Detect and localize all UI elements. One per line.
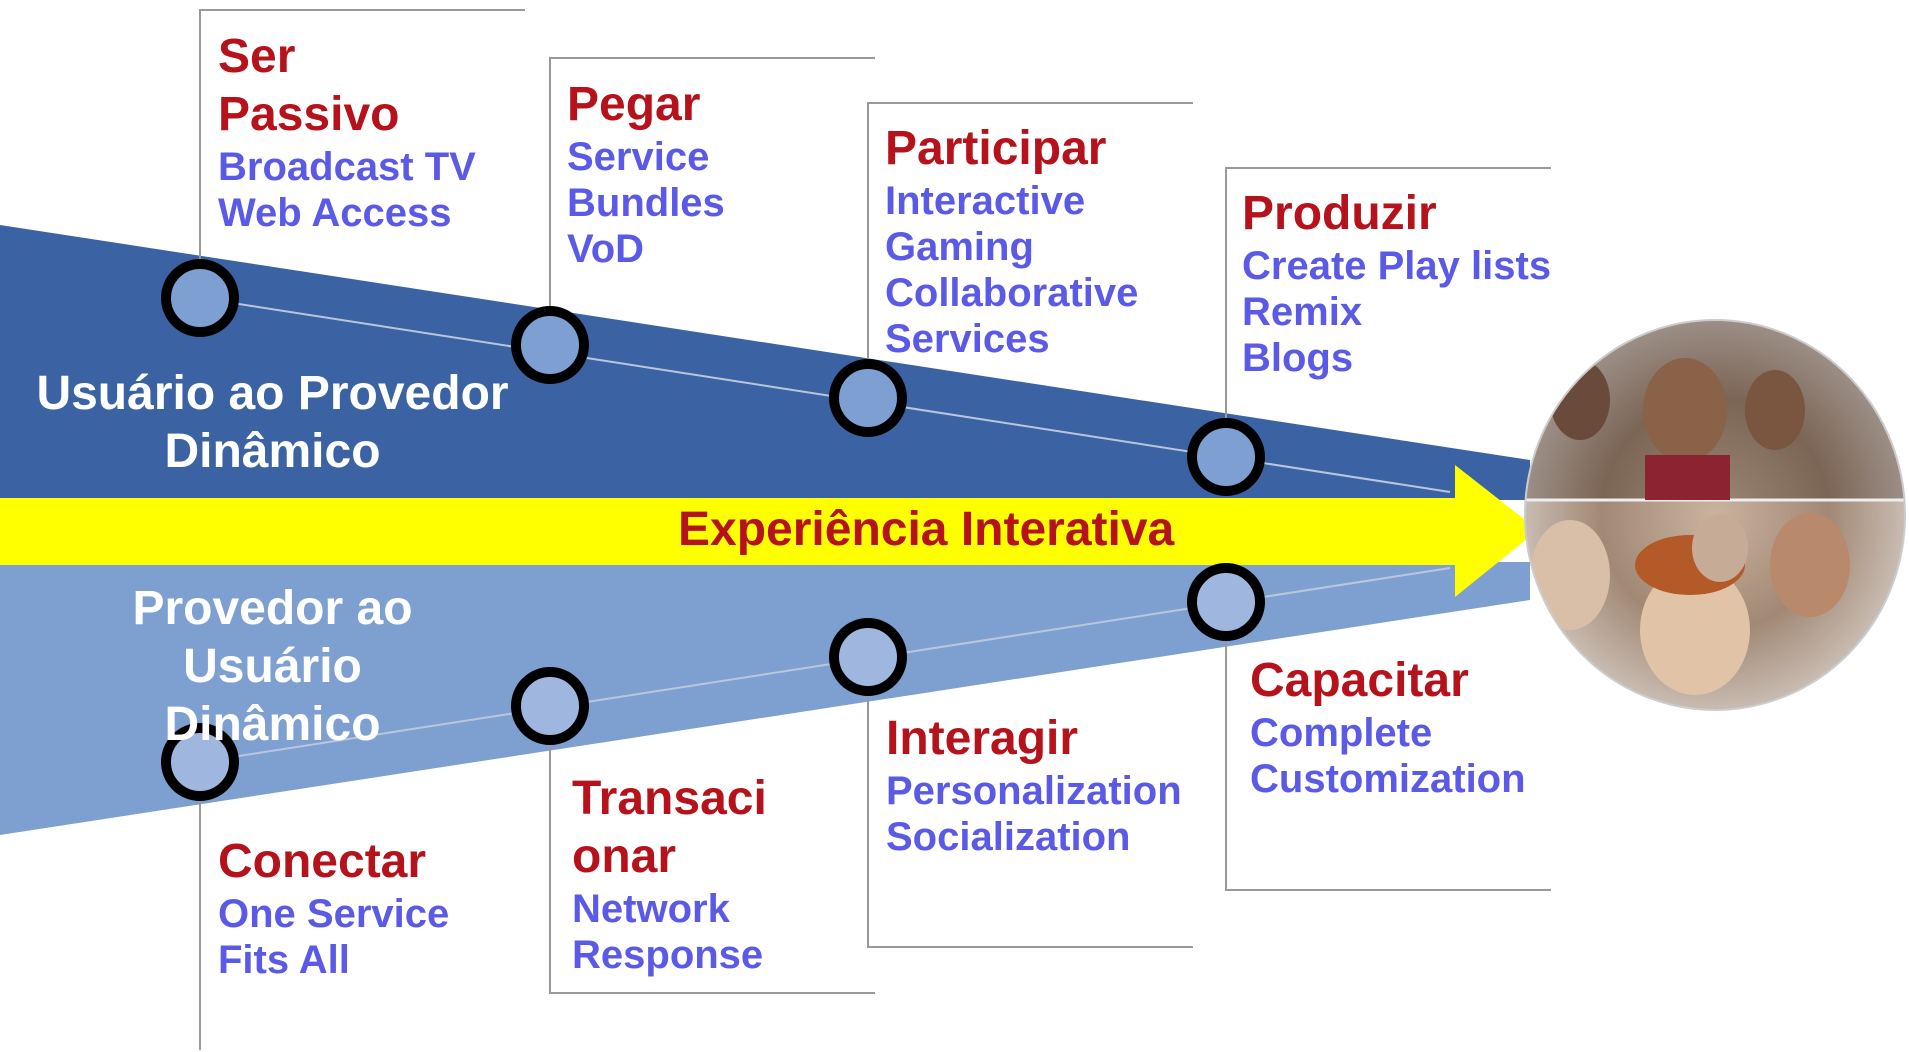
stage-item: Remix <box>1242 290 1363 334</box>
stage-interagir: Interagir Personalization Socialization <box>886 710 1182 860</box>
stage-frame-lower-2 <box>549 706 875 994</box>
stage-ser-passivo: Ser Passivo Broadcast TV Web Access <box>218 28 476 236</box>
stage-frame-lower-3 <box>867 657 1193 948</box>
node-interagir <box>829 618 907 696</box>
stage-title: Pegar <box>567 78 701 131</box>
stage-frame-upper-1 <box>199 9 525 298</box>
stage-item: Create Play lists <box>1242 244 1552 288</box>
stage-item: Broadcast TV <box>218 145 476 189</box>
stage-item: Fits All <box>218 938 350 982</box>
upper-band-label-line-1: Usuário ao Provedor <box>36 367 509 420</box>
stage-item: Service <box>567 135 710 179</box>
stage-conectar: Conectar One Service Fits All <box>218 833 449 983</box>
stage-item: Services <box>885 317 1050 361</box>
stage-capacitar: Capacitar Complete Customization <box>1250 652 1526 802</box>
stage-title: Conectar <box>218 835 427 888</box>
stage-participar: Participar Interactive Gaming Collaborat… <box>885 120 1138 362</box>
stage-frame-upper-3 <box>867 102 1193 398</box>
node-produzir <box>1187 418 1265 496</box>
lower-band-label-line-3: Dinâmico <box>164 698 381 751</box>
stage-title: Ser <box>218 30 296 83</box>
lower-band-label: Provedor ao Usuário Dinâmico <box>0 580 545 754</box>
stage-frame-upper-4 <box>1225 167 1551 457</box>
node-capacitar <box>1187 563 1265 641</box>
node-participar <box>829 359 907 437</box>
stage-item: Interactive <box>885 179 1086 223</box>
stage-produzir: Produzir Create Play lists Remix Blogs <box>1242 185 1551 381</box>
node-conectar <box>161 723 239 801</box>
lower-band <box>0 562 1530 835</box>
stage-item: Web Access <box>218 191 452 235</box>
stage-title: onar <box>572 830 677 883</box>
stage-title: Interagir <box>886 712 1079 765</box>
upper-band <box>0 225 1530 500</box>
stage-item: Complete <box>1250 711 1433 755</box>
stage-frame-lower-4 <box>1225 602 1551 891</box>
stage-item: Bundles <box>567 181 725 225</box>
stage-title: Produzir <box>1242 187 1437 240</box>
stage-item: VoD <box>567 227 645 271</box>
stage-item: Blogs <box>1242 336 1354 380</box>
stage-pegar: Pegar Service Bundles VoD <box>567 76 725 272</box>
stage-item: Collaborative <box>885 271 1139 315</box>
stage-item: Personalization <box>886 769 1182 813</box>
node-ser-passivo <box>161 259 239 337</box>
lower-band-label-line-2: Usuário <box>183 640 362 693</box>
stage-title: Passivo <box>218 88 400 141</box>
stage-title: Participar <box>885 122 1107 175</box>
stage-frame-upper-2 <box>549 57 875 345</box>
stage-item: Gaming <box>885 225 1034 269</box>
node-transacionar <box>511 667 589 745</box>
stage-title: Capacitar <box>1250 654 1469 707</box>
stage-item: One Service <box>218 892 450 936</box>
stage-transacionar: Transaci onar Network Response <box>572 770 767 978</box>
stage-title: Transaci <box>572 772 767 825</box>
upper-band-label: Usuário ao Provedor Dinâmico <box>0 365 545 481</box>
photo-frame <box>1524 319 1906 711</box>
node-pegar <box>511 306 589 384</box>
stage-item: Socialization <box>886 815 1131 859</box>
arrow-label: Experiência Interativa <box>678 503 1175 556</box>
interactive-experience-arrow <box>0 465 1538 597</box>
lower-band-label-line-1: Provedor ao <box>132 582 413 635</box>
stage-item: Network <box>572 887 730 931</box>
upper-band-label-line-2: Dinâmico <box>164 425 381 478</box>
stage-item: Customization <box>1250 757 1526 801</box>
stage-item: Response <box>572 933 764 977</box>
